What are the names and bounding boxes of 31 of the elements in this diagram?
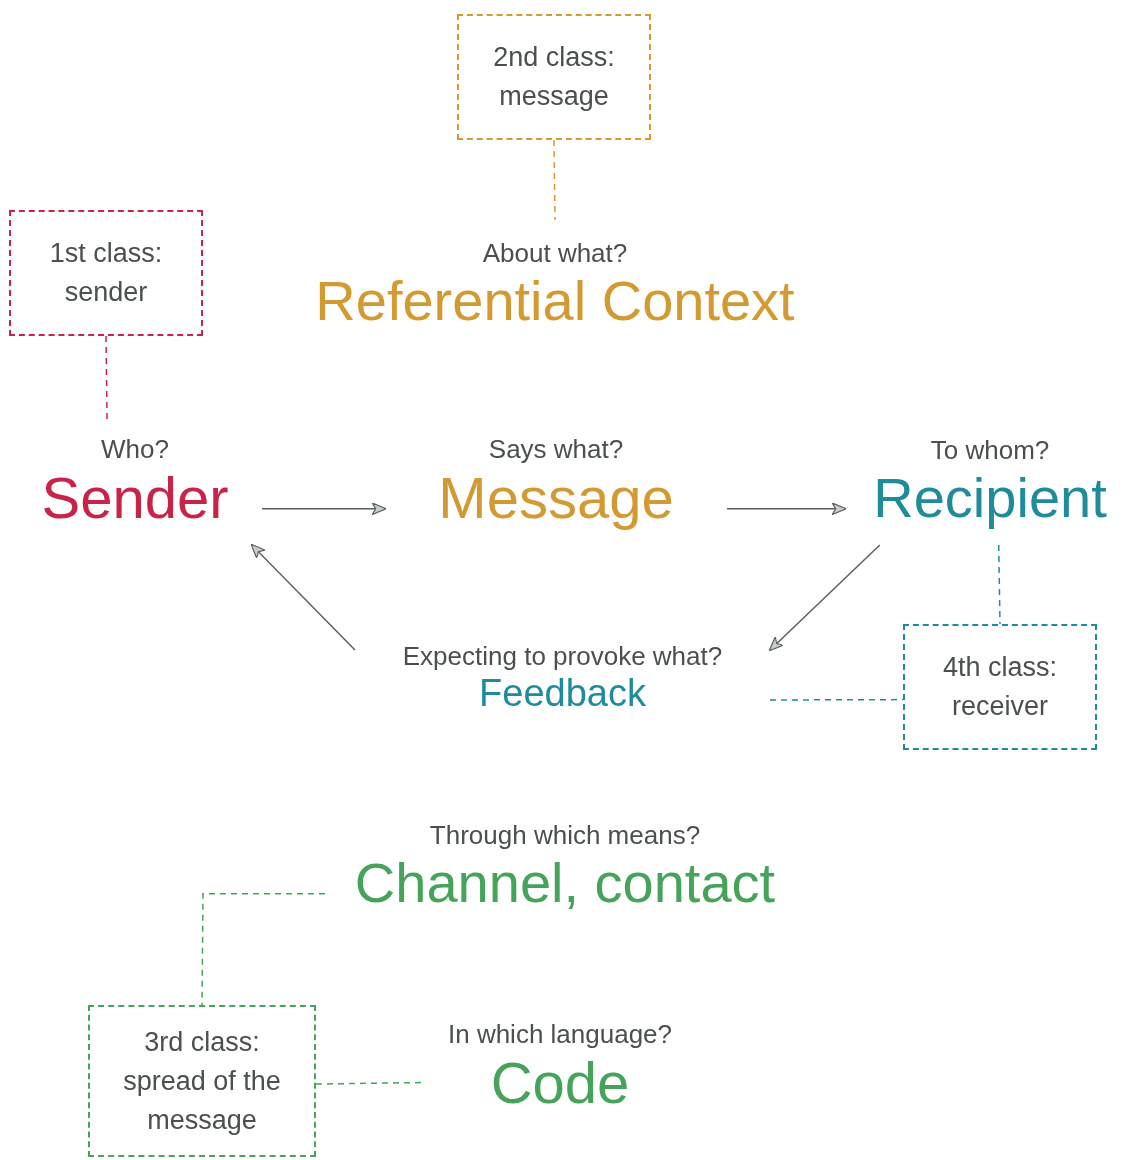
term-label: Channel, contact [354,851,776,916]
question-text: In which language? [447,1018,673,1051]
term-label: Recipient [873,466,1107,531]
question-text: Through which means? [429,819,701,852]
dashed-connector [997,544,1001,625]
arrow [726,502,847,516]
dashed-box [88,1005,316,1157]
class-label: 4th class: receiver [941,651,1059,723]
term-label: Sender [41,465,229,532]
term-label: Feedback [479,672,646,716]
question-text: Who? [101,433,169,466]
dashed-box [903,624,1097,750]
dashed-box [457,14,651,140]
arrow [768,544,881,652]
dashed-box [9,210,203,336]
dashed-connector [769,698,904,701]
question-text: Expecting to provoke what? [402,640,723,673]
class-label: 2nd class: message [492,41,616,113]
dashed-connector [201,893,326,1006]
dashed-connector [105,335,108,421]
term-label: Code [490,1050,630,1117]
term-label: Message [438,465,674,532]
dashed-connector [553,139,556,221]
arrow [261,502,387,516]
question-text: To whom? [930,434,1050,467]
question-text: About what? [482,236,628,269]
question-text: Says what? [488,433,624,466]
class-label: 1st class: sender [48,237,164,309]
class-label: 3rd class: spread of the message [122,1025,282,1137]
term-label: Referential Context [315,268,795,334]
arrow [250,543,356,651]
